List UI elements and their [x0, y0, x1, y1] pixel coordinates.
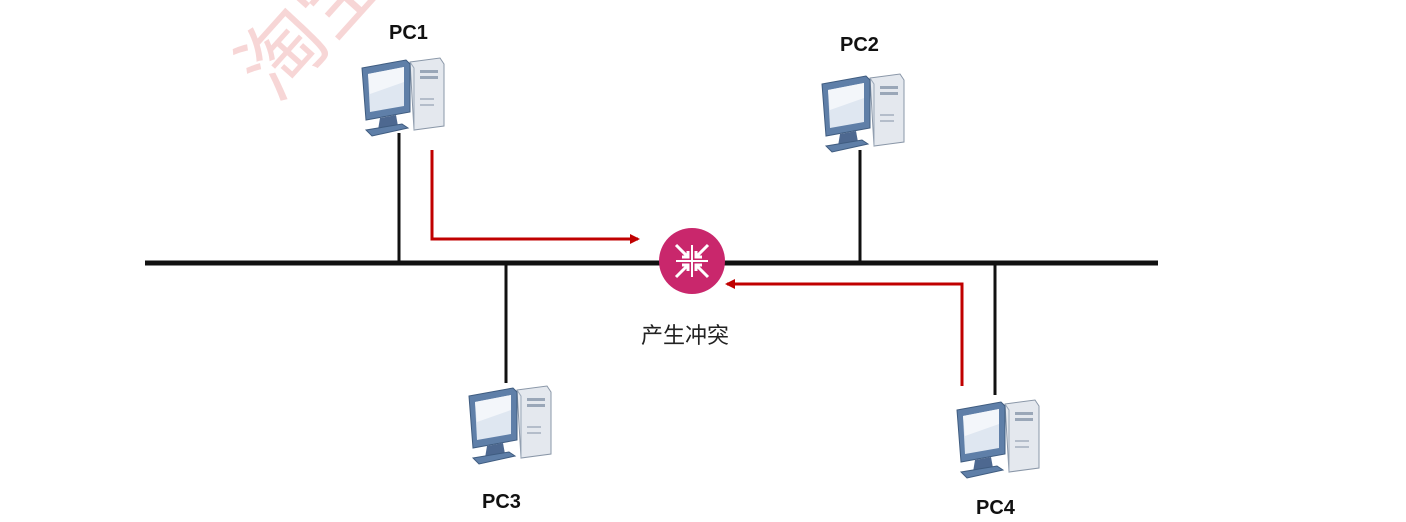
pc1-label: PC1 [389, 22, 428, 44]
pc1-signal-arrow [430, 150, 640, 244]
pc4-computer-icon [956, 399, 1040, 479]
pc2-computer-icon [821, 73, 905, 153]
pc4-signal-arrow [725, 279, 964, 386]
pc1-computer-icon [361, 57, 445, 137]
collision-icon [659, 228, 725, 294]
collision-label: 产生冲突 [641, 324, 730, 349]
pc3-computer-icon [468, 385, 552, 465]
pc2-label: PC2 [840, 34, 879, 56]
pc4-label: PC4 [976, 497, 1015, 519]
pc3-label: PC3 [482, 491, 521, 513]
